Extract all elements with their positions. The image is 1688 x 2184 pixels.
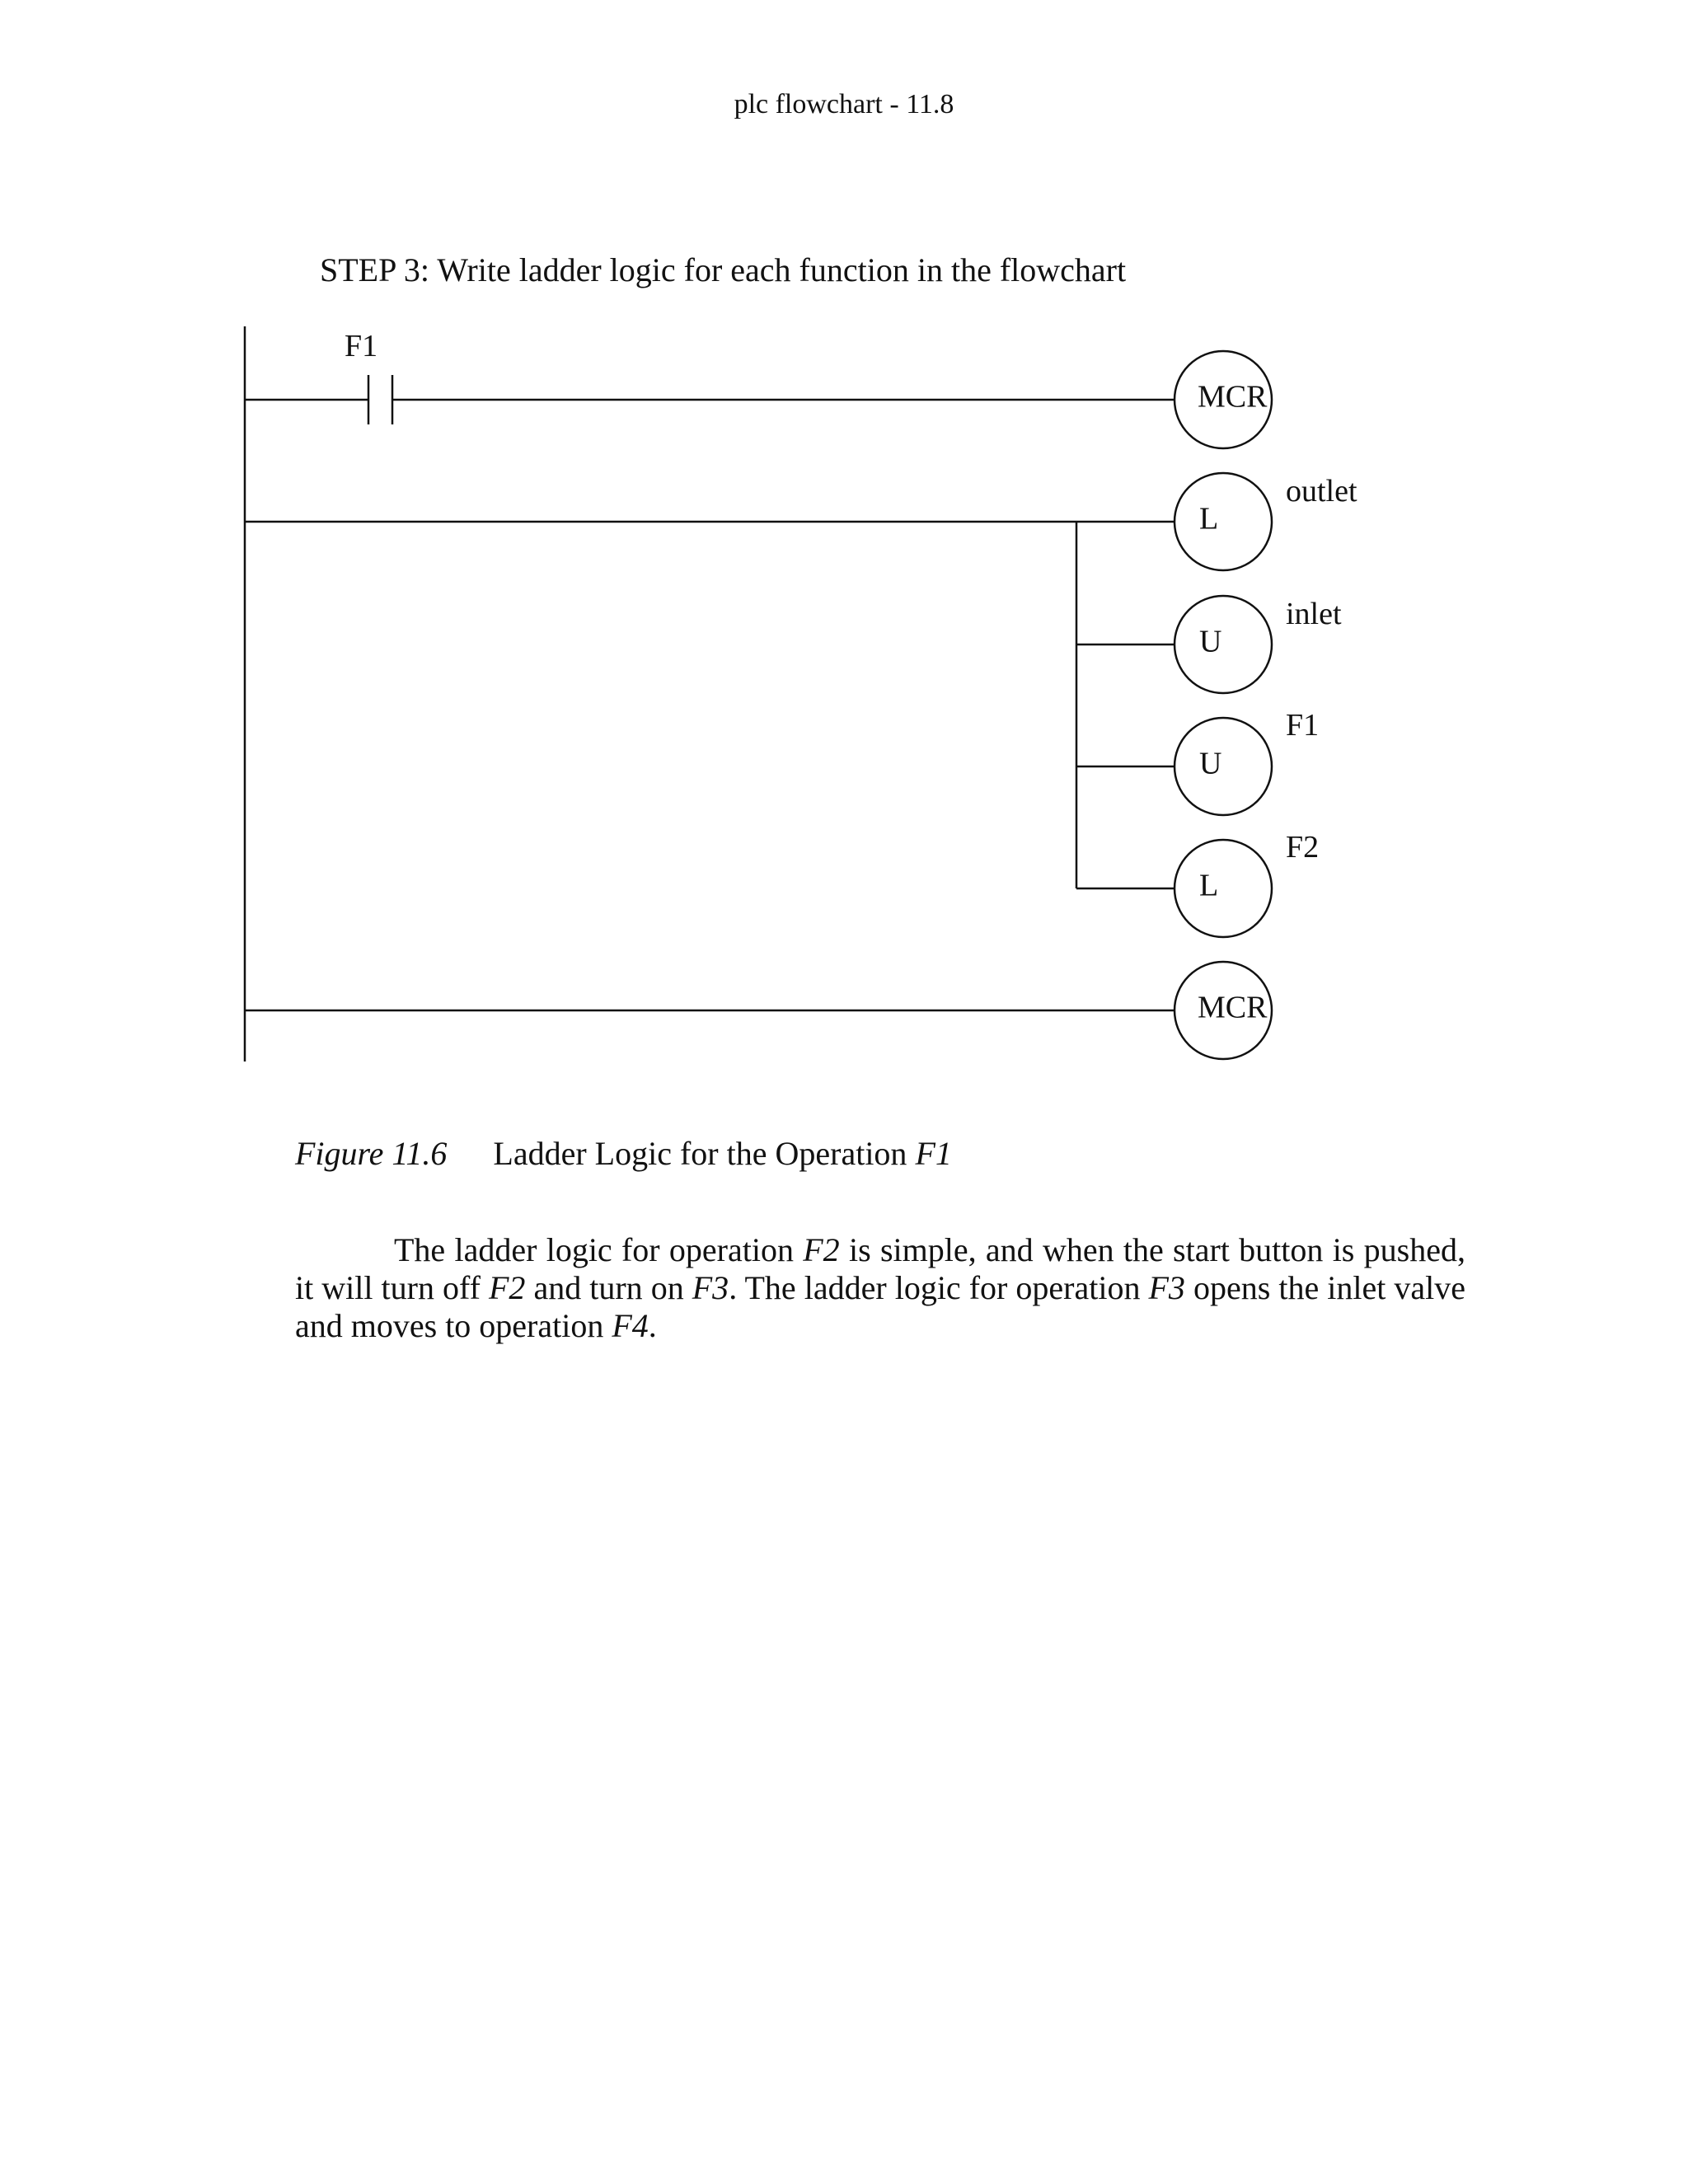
paragraph-operation: F3 bbox=[1148, 1269, 1185, 1306]
paragraph-text: is simple, and when the start button is … bbox=[295, 1231, 1465, 1306]
figure-title-operation: F1 bbox=[915, 1135, 952, 1172]
coil-symbol-mcr-end: MCR bbox=[1198, 991, 1268, 1025]
step-heading: STEP 3: Write ladder logic for each func… bbox=[320, 251, 1127, 288]
figure-caption: Figure 11.6 Ladder Logic for the Operatio… bbox=[295, 1134, 952, 1173]
coil-unlatch-f1 bbox=[1173, 716, 1273, 817]
coil-symbol-mcr-start: MCR bbox=[1198, 380, 1268, 415]
coil-label-f1: F1 bbox=[1286, 708, 1319, 743]
contact-f1-label: F1 bbox=[345, 329, 377, 363]
figure-number: Figure 11.6 bbox=[295, 1135, 448, 1172]
body-paragraph: The ladder logic for operation F2 is sim… bbox=[295, 1231, 1465, 1345]
coil-latch-outlet bbox=[1173, 471, 1273, 572]
paragraph-operation: F2 bbox=[488, 1269, 526, 1306]
paragraph-text: The ladder logic for operation bbox=[394, 1231, 804, 1268]
paragraph-operation: F4 bbox=[612, 1307, 649, 1344]
paragraph-text: . The ladder logic for operation bbox=[729, 1269, 1149, 1306]
paragraph-text: . bbox=[648, 1307, 657, 1344]
coil-latch-f2 bbox=[1173, 838, 1273, 939]
paragraph-operation: F3 bbox=[692, 1269, 729, 1306]
figure-title: Ladder Logic for the Operation bbox=[493, 1135, 916, 1172]
coil-unlatch-inlet bbox=[1173, 594, 1273, 695]
coil-mcr-end bbox=[1173, 960, 1273, 1061]
coil-label-f2: F2 bbox=[1286, 830, 1319, 865]
paragraph-operation: F2 bbox=[803, 1231, 840, 1268]
page-header: plc flowchart - 11.8 bbox=[734, 89, 954, 120]
coil-symbol-outlet: L bbox=[1199, 502, 1218, 537]
coil-label-outlet: outlet bbox=[1286, 474, 1357, 509]
coil-symbol-f2: L bbox=[1199, 869, 1218, 903]
ladder-logic-diagram: F1 MCR L U U L MCR outlet inlet F1 F2 bbox=[243, 326, 1357, 1062]
coil-symbol-inlet: U bbox=[1199, 625, 1221, 659]
paragraph-text: and turn on bbox=[525, 1269, 692, 1306]
coil-label-inlet: inlet bbox=[1286, 597, 1342, 631]
paragraph-text: opens the inlet valve and moves to opera… bbox=[295, 1269, 1465, 1344]
coil-mcr-start bbox=[1173, 349, 1273, 450]
coil-symbol-f1: U bbox=[1199, 747, 1221, 781]
